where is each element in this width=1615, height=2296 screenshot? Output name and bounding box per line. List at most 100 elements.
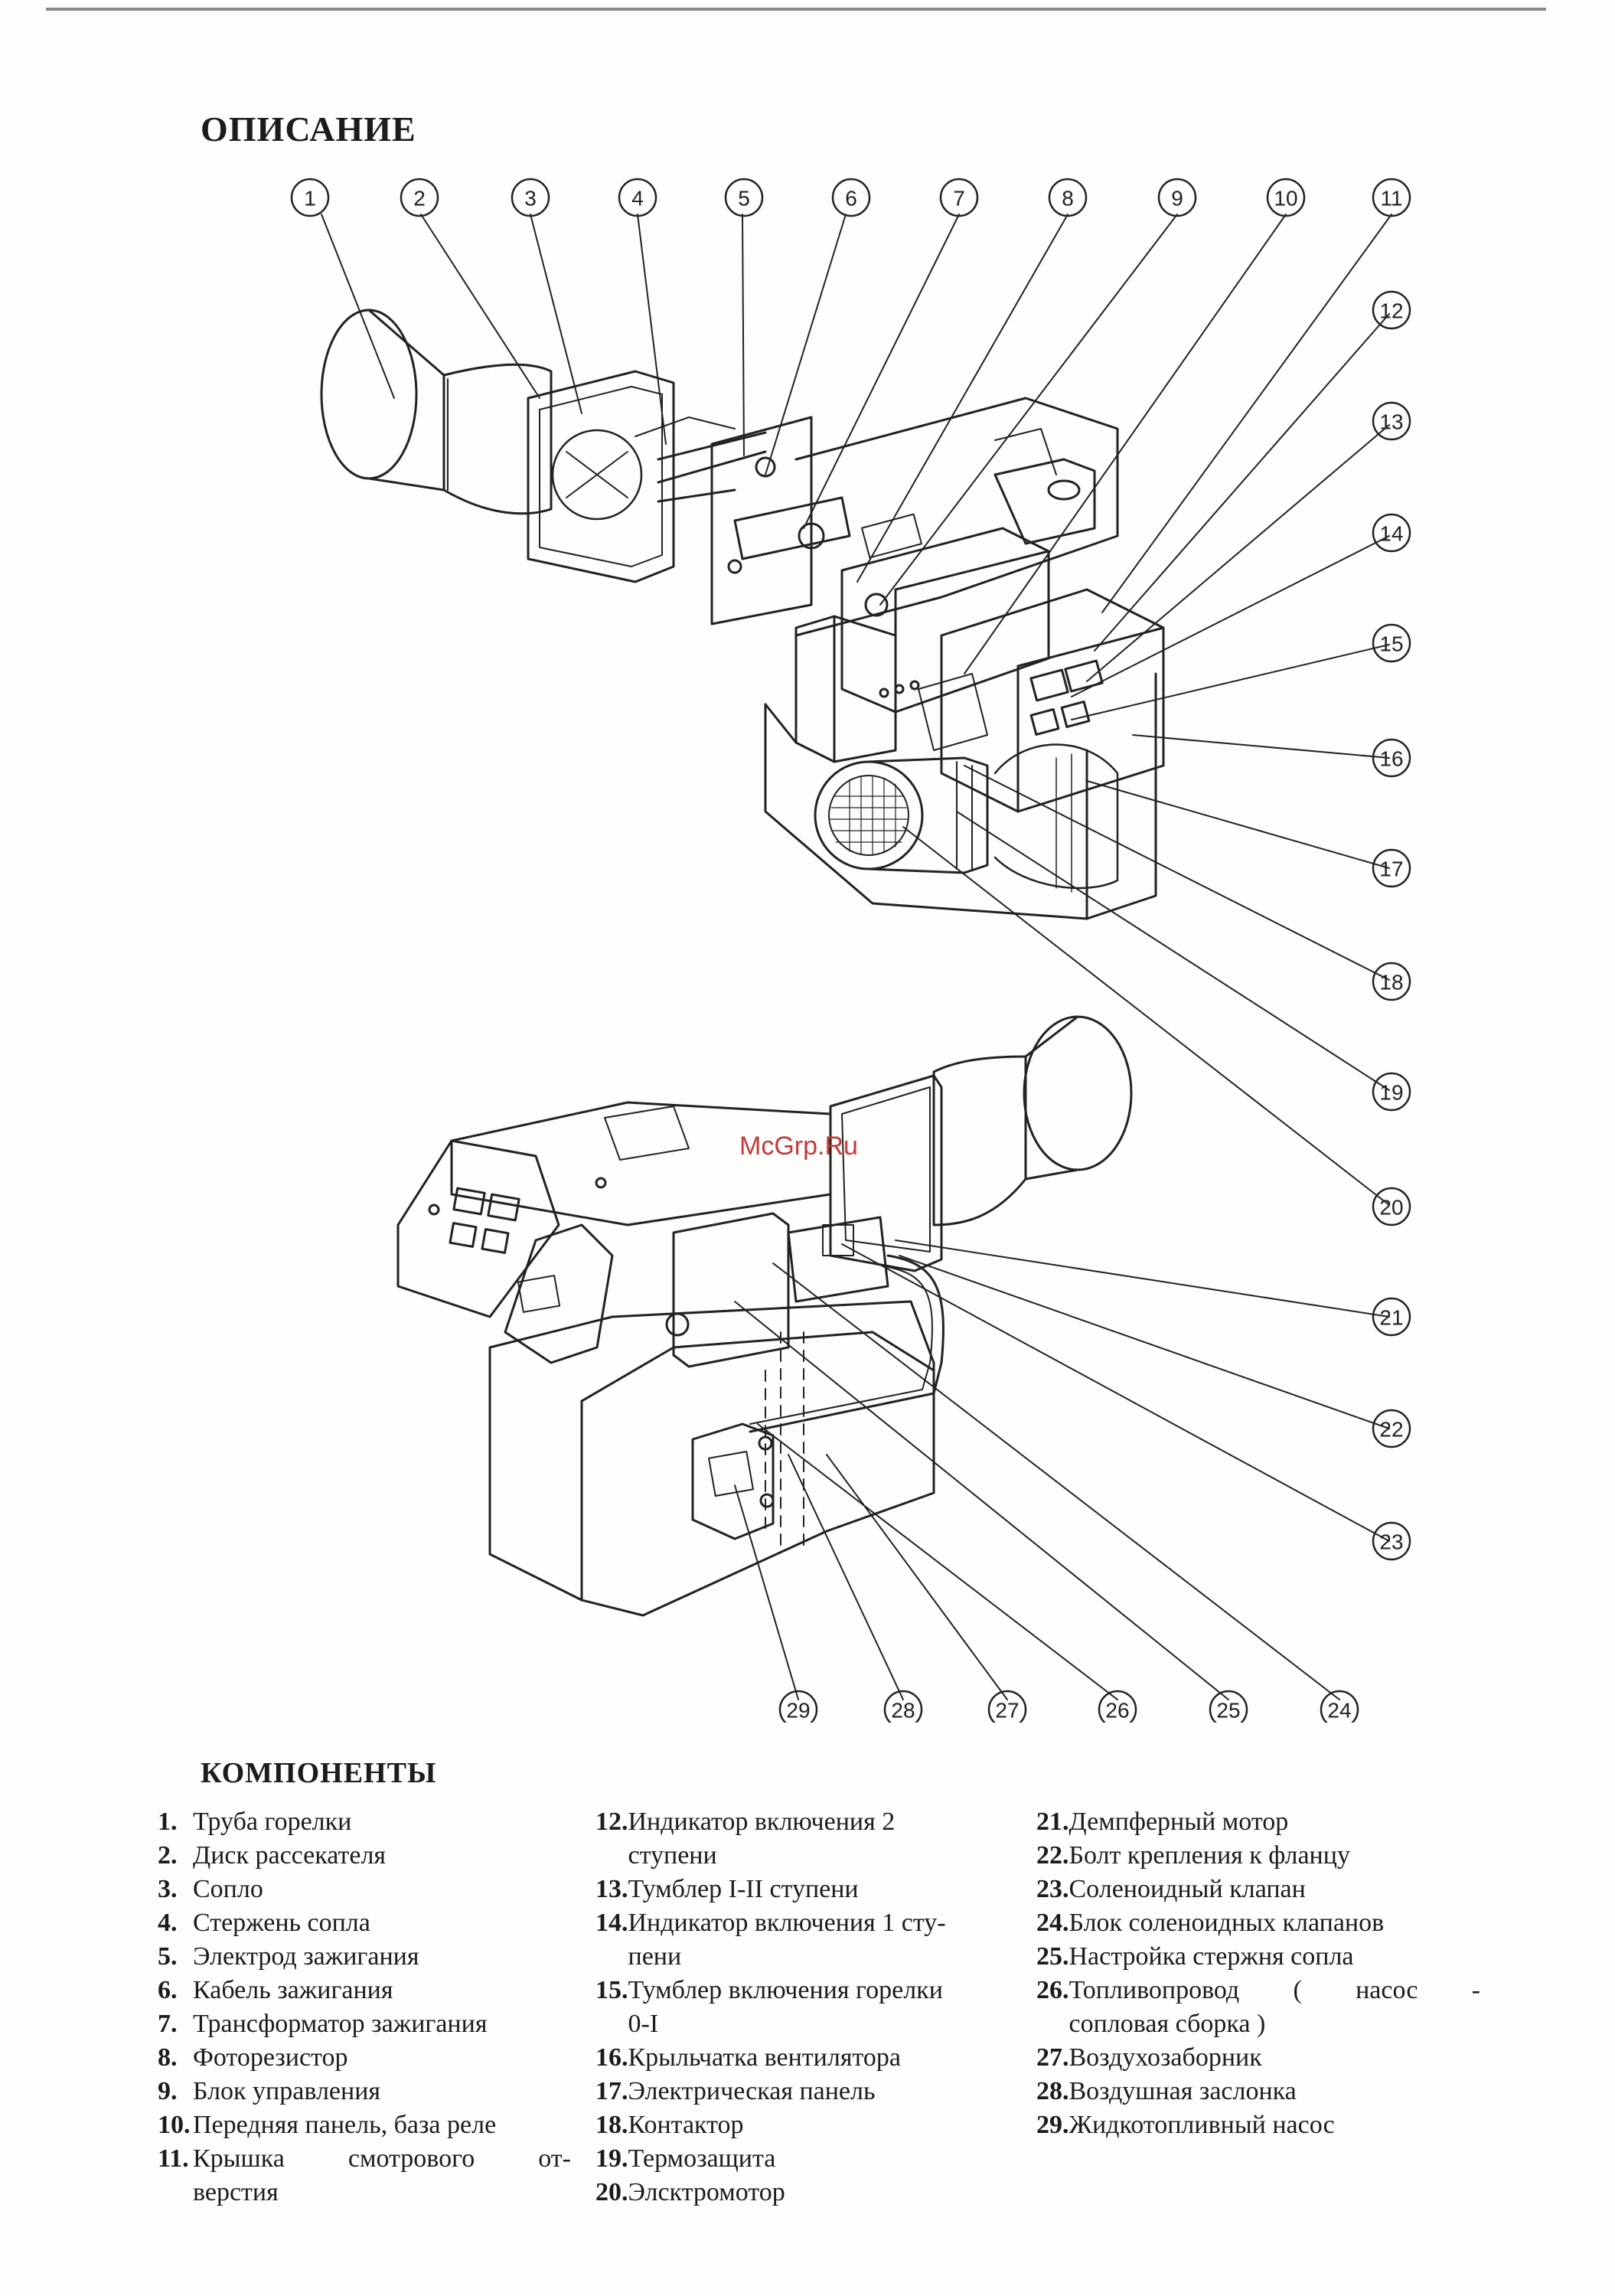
component-item: 18.Контактор [595, 2108, 1024, 2142]
component-label: Термозащита [628, 2144, 776, 2173]
callout-label: 1 [304, 187, 316, 211]
callout-label: 21 [1379, 1306, 1403, 1330]
component-label: Воздушная заслонка [1069, 2077, 1297, 2105]
component-number: 27. [1036, 2043, 1069, 2072]
component-label: Электрод зажигания [193, 1942, 419, 1971]
component-item: 4.Стержень сопла [158, 1906, 571, 1940]
component-item: 19.Термозащита [595, 2142, 1024, 2176]
component-item: 1.Труба горелки [158, 1805, 571, 1839]
callout-label: 25 [1216, 1699, 1240, 1723]
component-item: 24.Блок соленоидных клапанов [1036, 1906, 1480, 1940]
component-item: 27.Воздухозаборник [1036, 2041, 1480, 2075]
component-label: Демпферный мотор [1069, 1808, 1289, 1836]
component-number: 26. [1036, 1976, 1069, 2004]
component-label: Труба горелки [193, 1808, 352, 1836]
component-item: 8. Фоторезистор [158, 2041, 571, 2075]
component-label: Элсктромотор [628, 2178, 785, 2206]
burner-bottom-view [396, 1015, 1133, 1617]
component-item: 10.Передняя панель, база реле [158, 2108, 571, 2142]
component-item: 14.Индикатор включения 1 сту- [595, 1906, 1024, 1940]
component-item: 3.Сопло [158, 1873, 571, 1906]
component-item-continuation: 12.ступени [595, 1839, 1024, 1873]
component-number: 14. [595, 1909, 628, 1937]
component-number: 11. [158, 2144, 189, 2173]
callout-label: 13 [1379, 410, 1403, 434]
callout-label: 18 [1379, 971, 1403, 994]
component-item-continuation: верстия [158, 2176, 571, 2209]
component-item: 17.Электрическая панель [595, 2075, 1024, 2108]
component-label: Крыльчатка вентилятора [628, 2043, 901, 2072]
leader-lines [321, 214, 1392, 1700]
component-label: Трансформатор зажигания [193, 2010, 488, 2038]
component-number: 21. [1036, 1808, 1069, 1836]
component-number: 25. [1036, 1942, 1069, 1971]
component-label: Крышка смотрового от- [193, 2144, 571, 2173]
component-item: 28.Воздушная заслонка [1036, 2075, 1480, 2108]
component-label: Топливопровод ( насос - [1069, 1976, 1481, 2004]
component-label: Блок соленоидных клапанов [1069, 1909, 1385, 1937]
component-item: 16.Крыльчатка вентилятора [595, 2041, 1024, 2075]
callout-label: 26 [1105, 1699, 1129, 1723]
component-item: 5. Электрод зажигания [158, 1940, 571, 1974]
callout-label: 24 [1327, 1699, 1351, 1723]
component-number: 18. [595, 2111, 628, 2139]
component-label: Болт крепления к фланцу [1069, 1841, 1350, 1870]
component-item: 22.Болт крепления к фланцу [1036, 1839, 1480, 1873]
component-item: 2.Диск рассекателя [158, 1839, 571, 1873]
component-item: 21.Демпферный мотор [1036, 1805, 1480, 1839]
component-item-continuation: 15.0-I [595, 2007, 1024, 2041]
component-number: 8. [158, 2043, 178, 2072]
component-item: 9.Блок управления [158, 2075, 571, 2108]
component-number: 3. [158, 1875, 178, 1903]
top-border-line [46, 8, 1546, 11]
callout-label: 15 [1379, 632, 1403, 656]
callout-label: 10 [1274, 187, 1297, 211]
components-title: КОМПОНЕНТЫ [201, 1757, 437, 1789]
component-item: 29.Жидкотопливный насос [1036, 2108, 1480, 2142]
component-label-continuation: ступени [628, 1841, 717, 1870]
callout-label: 22 [1379, 1418, 1403, 1442]
component-item: 26.Топливопровод ( насос - [1036, 1974, 1480, 2007]
component-number: 23. [1036, 1875, 1069, 1903]
component-label: Передняя панель, база реле [193, 2111, 497, 2139]
component-label: Тумблер I-II ступени [628, 1875, 859, 1903]
components-column-2: 12.Индикатор включения 2 12.ступени 13.Т… [595, 1805, 1024, 2209]
component-item-continuation: 26.сопловая сборка ) [1036, 2007, 1480, 2041]
callout-label: 7 [953, 187, 965, 211]
component-label: Стержень сопла [193, 1909, 370, 1937]
component-number: 6. [158, 1976, 178, 2004]
component-number: 9. [158, 2077, 178, 2105]
watermark: McGrp.Ru [739, 1132, 858, 1161]
component-item: 11.Крышка смотрового от- [158, 2142, 571, 2176]
component-item-continuation: 14.пени [595, 1940, 1024, 1974]
callout-label: 11 [1380, 187, 1402, 211]
component-number: 19. [595, 2144, 628, 2173]
components-column-1: 1.Труба горелки 2.Диск рассекателя 3.Соп… [158, 1805, 571, 2209]
component-number: 10. [158, 2111, 191, 2139]
callout-label: 8 [1062, 187, 1074, 211]
component-label-continuation: 0-I [628, 2010, 659, 2038]
callout-label: 12 [1379, 299, 1403, 323]
burner-top-view [320, 309, 1165, 920]
callout-circles [290, 178, 1411, 1723]
callout-label: 5 [738, 187, 750, 211]
component-number: 17. [595, 2077, 628, 2105]
component-label: Фоторезистор [193, 2043, 348, 2072]
component-label: Настройка стержня сопла [1069, 1942, 1354, 1971]
component-number: 16. [595, 2043, 628, 2072]
component-number: 5. [158, 1942, 178, 1971]
page-title: ОПИСАНИЕ [201, 109, 416, 149]
callout-label: 16 [1379, 747, 1403, 771]
component-label-continuation: пени [628, 1942, 682, 1971]
component-item: 13.Тумблер I-II ступени [595, 1873, 1024, 1906]
component-label: Индикатор включения 2 [628, 1808, 896, 1836]
component-label: Индикатор включения 1 сту- [628, 1909, 946, 1937]
component-label: Воздухозаборник [1069, 2043, 1262, 2072]
callout-labels: 1 2 3 4 5 6 7 8 9 10 11 12 13 14 15 16 1… [304, 187, 1403, 1723]
callout-label: 3 [524, 187, 537, 211]
component-number: 12. [595, 1808, 628, 1836]
component-number: 13. [595, 1875, 628, 1903]
component-number: 2. [158, 1841, 178, 1870]
components-column-3: 21.Демпферный мотор 22.Болт крепления к … [1036, 1805, 1480, 2142]
component-item: 25.Настройка стержня сопла [1036, 1940, 1480, 1974]
